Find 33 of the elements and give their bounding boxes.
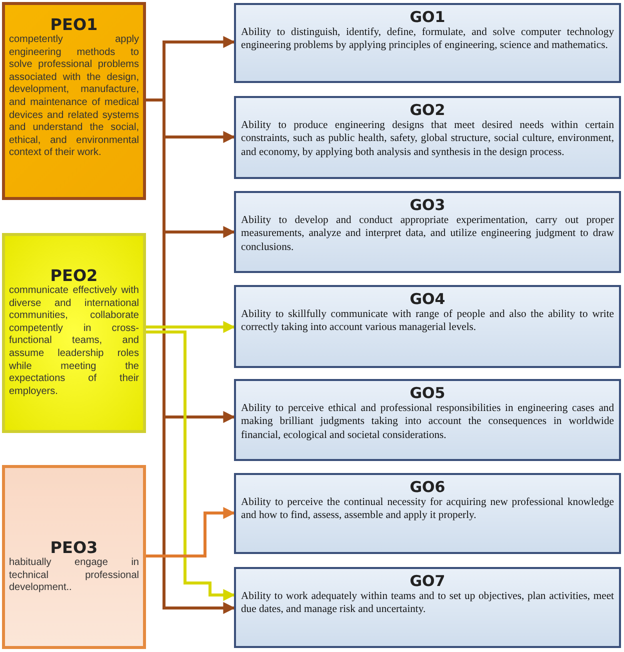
box-description: Ability to skillfully communicate with range of people and also the ability to write correctly taking into account various managerial levels. (241, 308, 614, 335)
outcome-box (234, 3, 621, 83)
outcome-box (234, 379, 621, 461)
outcome-box (234, 285, 621, 368)
box-description: Ability to develop and conduct appropriate experimentation, carry out proper measurements, analyze and interpret data, and utilize engineering judgment to draw conclusions. (241, 214, 614, 254)
box-description: Ability to perceive the continual necessity for acquiring new professional knowledge and how to find, assess, assemble and apply it properly. (241, 496, 614, 523)
box-heading: GO2 (408, 101, 446, 119)
outcome-box (234, 191, 621, 273)
box-description: communicate effectively with diverse and international communities, collaborate competently in cross-functional teams, and assume leadership roles while meeting the expectations of their employers. (9, 285, 139, 398)
box-heading: GO4 (408, 290, 446, 308)
outcome-box (234, 473, 621, 554)
outcome-box (234, 567, 621, 648)
objective-box (2, 2, 146, 200)
box-description: Ability to distinguish, identify, define, formulate, and solve computer technology engineering problems by applying principles of engineering, science and mathematics. (241, 26, 614, 53)
arrow (146, 330, 236, 601)
box-heading: GO6 (408, 478, 446, 496)
outcome-box (234, 96, 621, 179)
box-heading: PEO1 (49, 15, 99, 34)
box-description: habitually engage in technical professional development.. (9, 557, 139, 595)
box-description: competently apply engineering methods to solve professional problems associated with the design, development, manufacture, and maintenance of medical devices and related systems and understand the social, ethical, and environmental context of their work. (9, 34, 139, 160)
objective-box (2, 233, 146, 433)
box-description: Ability to work adequately within teams and to set up objectives, plan activities, meet due dates, and manage risk and uncertainty. (241, 590, 614, 617)
box-heading: GO7 (408, 572, 446, 590)
box-description: Ability to produce engineering designs that meet desired needs within certain constraints, such as public health, safety, global structure, social culture, environment, and economy, by applying both analysis and synthesis in the design process. (241, 119, 614, 160)
box-heading: GO3 (408, 196, 446, 214)
box-heading: GO5 (408, 384, 446, 402)
box-description: Ability to perceive ethical and professional responsibilities in engineering cases and making brilliant judgments taking into account the consequences in worldwide financial, ecological and societal considerations. (241, 402, 614, 442)
box-heading: PEO2 (49, 266, 99, 285)
arrow (146, 321, 236, 333)
arrow (146, 507, 236, 558)
box-heading: PEO3 (49, 538, 99, 557)
objective-box (2, 465, 146, 649)
box-heading: GO1 (408, 8, 446, 26)
